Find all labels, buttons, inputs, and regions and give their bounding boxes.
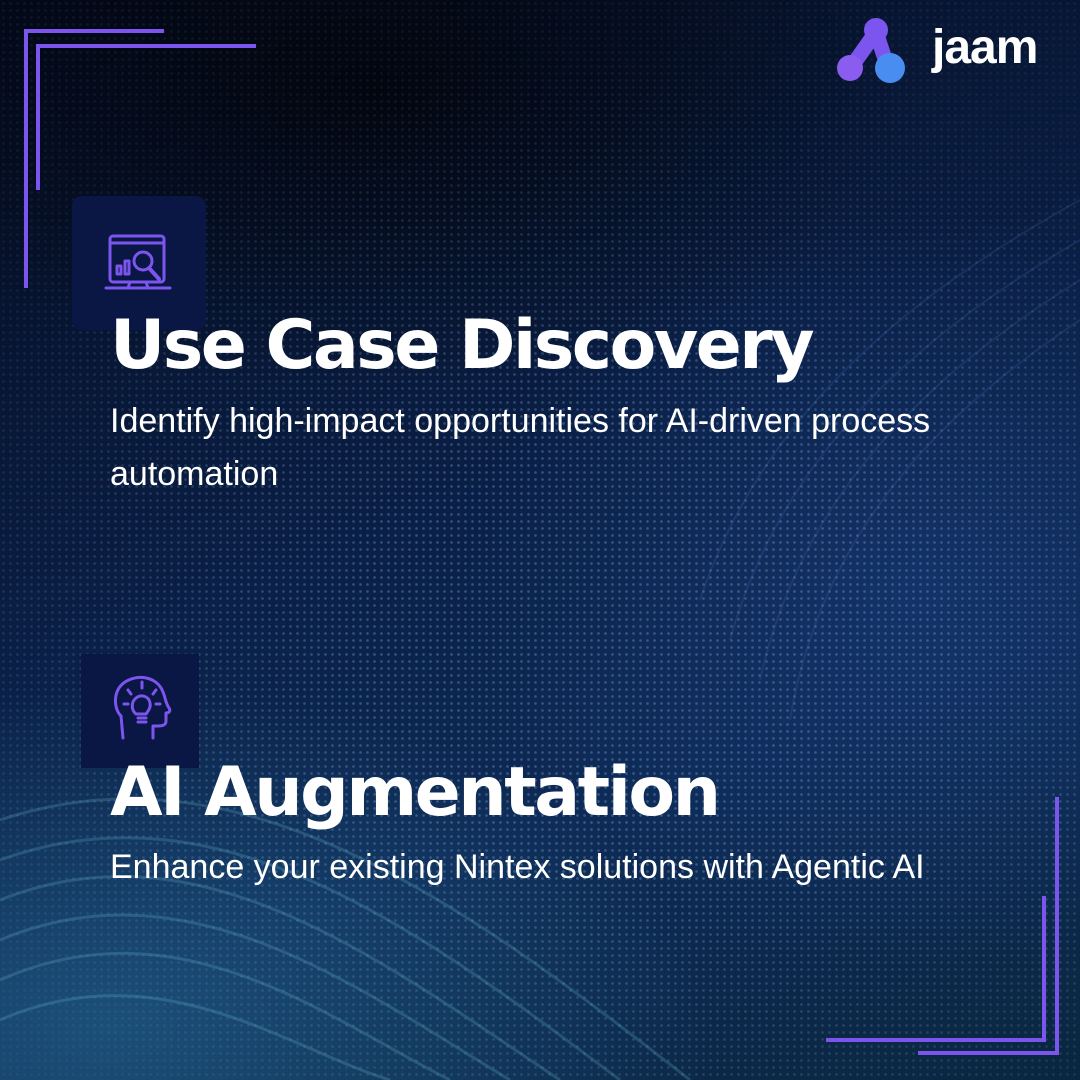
feature-title: AI Augmentation	[110, 753, 721, 832]
feature-icon-box	[72, 196, 206, 330]
connected-nodes-logo-icon	[837, 18, 905, 83]
feature-description: Identify high-impact opportunities for A…	[110, 402, 931, 493]
frame-bottom-right-outer-horizontal	[918, 1051, 1059, 1055]
frame-top-left-outer-vertical	[24, 29, 28, 288]
frame-bottom-right-outer-vertical	[1055, 797, 1059, 1055]
brand-name: jaam	[932, 21, 1038, 74]
brand-logo: jaam	[834, 16, 1064, 88]
frame-bottom-right-inner-vertical	[1042, 896, 1046, 1042]
feature-icon-box	[81, 654, 199, 768]
frame-bottom-right-inner-horizontal	[826, 1038, 1046, 1042]
frame-top-left-inner-horizontal	[36, 44, 256, 48]
analytics-search-icon	[104, 234, 172, 290]
frame-top-left-outer-horizontal	[24, 29, 164, 33]
feature-title: Use Case Discovery	[110, 306, 815, 385]
frame-top-left-inner-vertical	[36, 44, 40, 190]
lightbulb-head-icon	[114, 675, 172, 740]
feature-description: Enhance your existing Nintex solutions w…	[110, 848, 925, 886]
